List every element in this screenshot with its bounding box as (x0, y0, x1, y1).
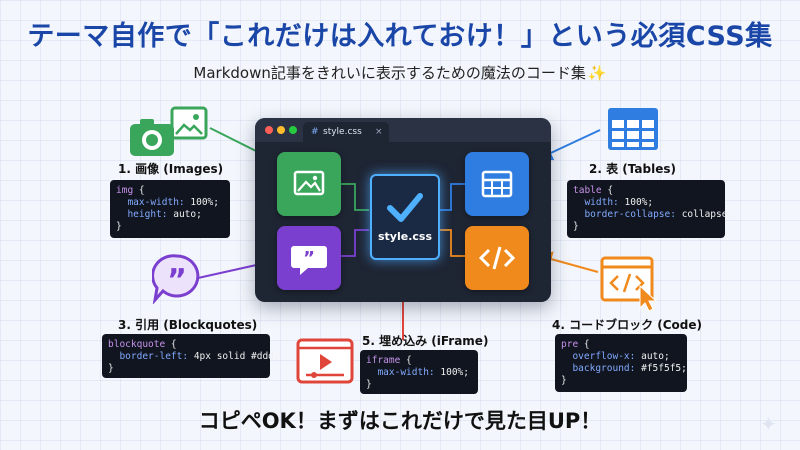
subtitle-text: Markdown記事をきれいに表示するための魔法のコード集 (193, 64, 586, 82)
editor-connectors (341, 183, 465, 257)
tab-close-icon[interactable]: × (375, 127, 383, 137)
code-line: blockquote { (108, 339, 177, 350)
code-line: } (366, 379, 372, 390)
blockquotes-code-block: blockquote { border-left: 4px solid #ddd… (102, 334, 280, 378)
maximize-dot-icon (289, 126, 297, 134)
code-line: overflow-x: auto; (572, 351, 670, 362)
code-line: img { (116, 185, 145, 196)
code-line: table { (573, 185, 614, 196)
code-line: border-collapse: collapse; (584, 209, 734, 220)
blockquotes-tile: ” (277, 226, 341, 290)
code-line: max-width: 100%; (127, 197, 219, 208)
svg-text:”: ” (167, 263, 187, 298)
page-subtitle: Markdown記事をきれいに表示するための魔法のコード集✨ (0, 62, 800, 83)
code-line: iframe { (366, 355, 412, 366)
quote-bubble-icon: ” (152, 254, 200, 304)
video-player-icon (296, 338, 354, 384)
code-line: max-width: 100%; (377, 367, 469, 378)
code-line: height: auto; (127, 209, 202, 220)
code-code-block: pre { overflow-x: auto; background: #f5f… (555, 334, 687, 392)
style-css-file: style.css (370, 174, 440, 260)
footer-tagline: コピペOK！まずはこれだけで見た目UP！ (198, 409, 602, 433)
images-tile (277, 152, 341, 216)
spreadsheet-icon (608, 108, 658, 150)
tab-label: style.css (323, 127, 362, 137)
table-icon (481, 170, 513, 198)
tables-code-block: table { width: 100%; border-collapse: co… (567, 180, 734, 238)
code-line: } (108, 363, 114, 374)
code-line: } (116, 221, 122, 232)
images-label: 1. 画像 (Images) (118, 162, 224, 176)
iframe-label: 5. 埋め込み (iFrame) (362, 334, 489, 348)
minimize-dot-icon (277, 126, 285, 134)
speech-bubble-icon: ” (291, 246, 327, 275)
code-line: width: 100%; (584, 197, 654, 208)
code-line: pre { (561, 339, 590, 350)
page-title: テーマ自作で「これだけは入れておけ！」という必須CSS集 (27, 21, 773, 52)
code-line: } (561, 375, 567, 386)
editor-tab-bar: # style.css × (255, 118, 551, 142)
close-dot-icon (265, 126, 273, 134)
tables-tile (465, 152, 529, 216)
code-line: border-left: 4px solid #ddd; (119, 351, 280, 362)
code-line: background: #f5f5f5; (572, 363, 687, 374)
blockquotes-label: 3. 引用 (Blockquotes) (118, 318, 258, 332)
file-label: style.css (377, 230, 432, 243)
image-icon (293, 170, 325, 196)
tables-label: 2. 表 (Tables) (589, 162, 676, 176)
corner-sparkle-icon: ✦ (760, 412, 777, 436)
code-tile (465, 226, 529, 290)
tab-style-css[interactable]: # style.css × (303, 122, 389, 142)
iframe-code-block: iframe { max-width: 100%;} (360, 350, 478, 394)
images-code-block: img { max-width: 100%; height: auto;} (110, 180, 230, 238)
checkmark-icon (387, 193, 423, 222)
sparkle-icon: ✨ (587, 64, 607, 82)
svg-text:”: ” (303, 248, 315, 269)
css-file-icon: # (311, 127, 319, 137)
camera-photo-icon (130, 106, 208, 156)
code-brackets-icon (478, 246, 516, 270)
editor-window: # style.css × ” (255, 118, 551, 302)
code-line: } (573, 221, 579, 232)
code-window-icon (600, 256, 658, 312)
code-label: 4. コードブロック (Code) (552, 318, 703, 332)
